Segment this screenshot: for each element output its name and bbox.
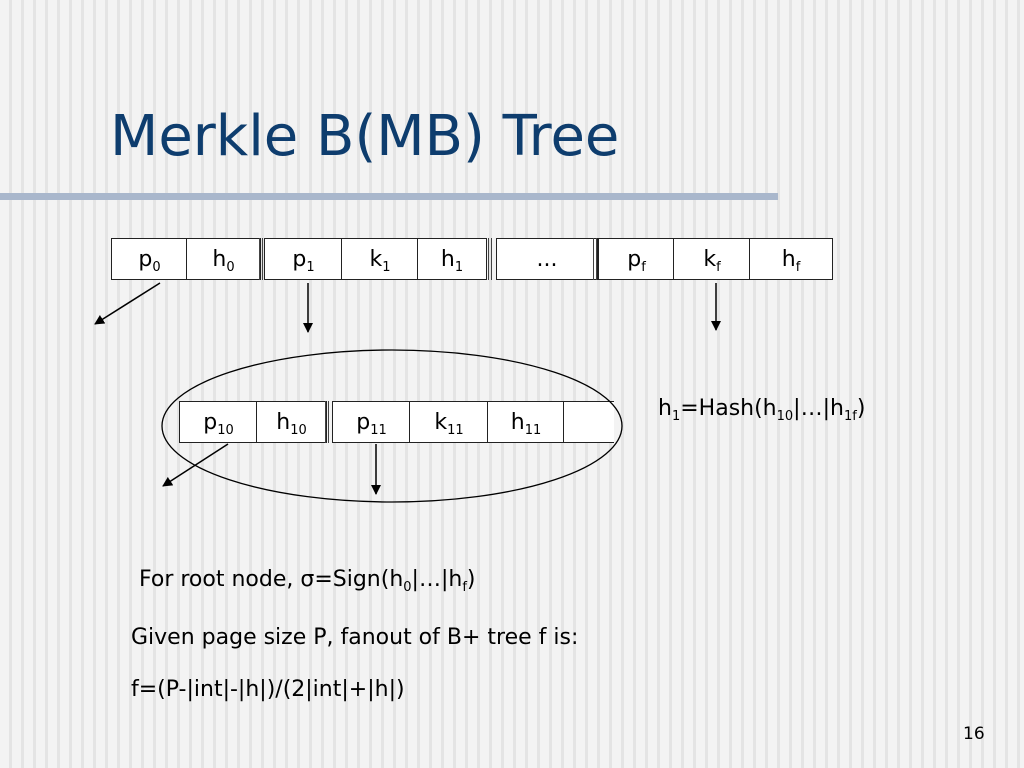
- root-node-cell-label: h1: [440, 246, 464, 275]
- root-node: p0 h0 p1 k1 h1... pf kf hf: [0, 238, 1024, 280]
- child-node-cell-2: p11: [332, 401, 411, 443]
- root-node-cell-subscript: 1: [306, 259, 315, 275]
- hash-formula: h1=Hash(h10|…|h1f): [658, 396, 866, 424]
- root-node-cell-5: ...: [496, 238, 598, 280]
- child-node-cell-label: h10: [276, 409, 307, 438]
- root-node-cell-subscript: 0: [152, 259, 161, 275]
- root-node-cell-label: h0: [212, 246, 235, 275]
- child-node-cell-label: p10: [203, 409, 234, 438]
- child-node-cell-subscript: 11: [370, 422, 387, 438]
- root-node-cell-subscript: f: [795, 259, 801, 275]
- title-underline: [0, 193, 778, 200]
- child-node-cell-label: k11: [434, 409, 464, 438]
- root-sign-text: For root node, σ=Sign(h0|…|hf): [139, 567, 476, 595]
- root-node-cell-label: pf: [627, 246, 646, 275]
- root-node-cell-label: k1: [369, 246, 391, 275]
- root-node-cell-label: p0: [138, 246, 161, 275]
- root-node-cell-0: p0: [111, 238, 188, 280]
- root-node-cell-label: p1: [292, 246, 315, 275]
- arrow-p0: [94, 282, 161, 325]
- child-node-cell-subscript: 10: [290, 422, 307, 438]
- child-node-cell-subscript: 11: [447, 422, 464, 438]
- root-node-cell-subscript: 0: [226, 259, 235, 275]
- root-node-cell-4: h1: [417, 238, 487, 280]
- root-node-separator-line: [259, 238, 260, 280]
- child-node-cell-3: k11: [409, 401, 489, 443]
- root-node-separator-line: [488, 238, 489, 280]
- child-node-cell-subscript: 10: [217, 422, 234, 438]
- child-node-cell-label: h11: [510, 409, 542, 438]
- child-node-cell-4: h11: [487, 401, 565, 443]
- root-node-cell-2: p1: [264, 238, 343, 280]
- child-node: p10 h10 p11 k11 h11: [0, 401, 1024, 443]
- root-node-cell-3: k1: [341, 238, 419, 280]
- root-node-cell-6: pf: [598, 238, 675, 280]
- child-node-cell-subscript: 11: [524, 422, 542, 438]
- root-node-cell-subscript: f: [641, 259, 646, 275]
- root-node-separator-line: [593, 238, 594, 280]
- child-node-cell-label: p11: [356, 409, 387, 438]
- root-node-cell-8: hf: [749, 238, 833, 280]
- child-node-cell-1: h10: [256, 401, 327, 443]
- slide-number: 16: [963, 724, 985, 744]
- root-node-cell-label: ...: [536, 246, 558, 272]
- slide-title: Merkle B(MB) Tree: [110, 104, 620, 169]
- sigma-symbol: σ: [300, 567, 315, 592]
- root-node-separator-line: [491, 238, 492, 280]
- child-node-separator-line: [328, 401, 329, 443]
- root-node-separator-line: [262, 238, 263, 280]
- child-node-cell-5: [563, 401, 614, 443]
- fanout-description: Given page size P, fanout of B+ tree f i…: [131, 625, 579, 650]
- root-node-cell-subscript: 1: [454, 259, 464, 275]
- child-node-cell-0: p10: [179, 401, 258, 443]
- root-node-cell-subscript: 1: [382, 259, 391, 275]
- root-node-cell-7: kf: [673, 238, 751, 280]
- root-node-cell-1: h0: [186, 238, 261, 280]
- root-node-cell-label: hf: [781, 246, 801, 275]
- fanout-formula: f=(P-|int|-|h|)/(2|int|+|h|): [131, 677, 405, 702]
- child-node-separator-line: [325, 401, 326, 443]
- root-node-cell-subscript: f: [716, 259, 721, 275]
- arrow-p10: [162, 443, 229, 487]
- root-node-separator-line: [596, 238, 597, 280]
- root-node-cell-label: kf: [703, 246, 721, 275]
